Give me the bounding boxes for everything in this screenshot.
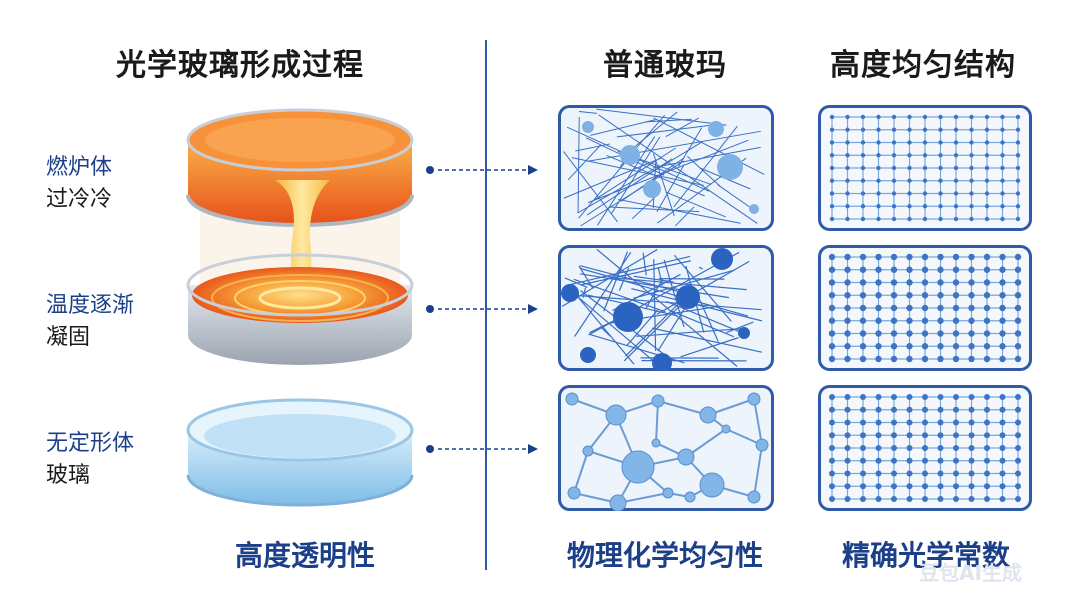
ordinary-network-panel-3 [558, 385, 774, 511]
ordinary-bottom-label: 物理化学均匀性 [566, 539, 763, 572]
glass-dish-icon [186, 398, 414, 507]
glass-process-illustration [186, 108, 414, 507]
cooling-dish-icon [186, 253, 414, 365]
watermark: 豆包AI生成 [919, 561, 1022, 585]
stage-label-2-line1: 温度逐渐 [46, 293, 135, 318]
arrow-stage-1 [426, 165, 538, 175]
stage-label-3-line2: 玻璃 [46, 463, 91, 488]
process-title: 光学玻璃形成过程 [116, 48, 364, 83]
arrow-stage-3 [426, 444, 538, 454]
stage-label-2-line2: 凝固 [46, 325, 91, 350]
stage-label-2: 温度逐渐 凝固 [46, 290, 134, 354]
ordinary-network-panel-2 [558, 245, 774, 371]
stage-label-1: 燃炉体 过冷冷 [46, 152, 112, 216]
uniform-grid-panel-1 [818, 105, 1032, 231]
uniform-structure-title: 高度均匀结构 [830, 48, 1016, 83]
molten-stream [275, 180, 330, 300]
uniform-bottom-label: 精确光学常数 [841, 539, 1010, 572]
stage-label-3: 无定形体 玻璃 [46, 428, 134, 492]
ordinary-network-panel-1 [558, 105, 774, 231]
stage-label-3-line1: 无定形体 [46, 431, 135, 456]
stage-label-1-line2: 过冷冷 [46, 187, 113, 212]
uniform-grid-panel-2 [818, 245, 1032, 371]
ordinary-glass-title: 普通玻玛 [603, 48, 727, 83]
process-bottom-label: 高度透明性 [234, 539, 375, 572]
column-divider [485, 40, 487, 570]
stage-label-1-line1: 燃炉体 [46, 155, 113, 180]
arrow-stage-2 [426, 304, 538, 314]
uniform-grid-panel-3 [818, 385, 1032, 511]
